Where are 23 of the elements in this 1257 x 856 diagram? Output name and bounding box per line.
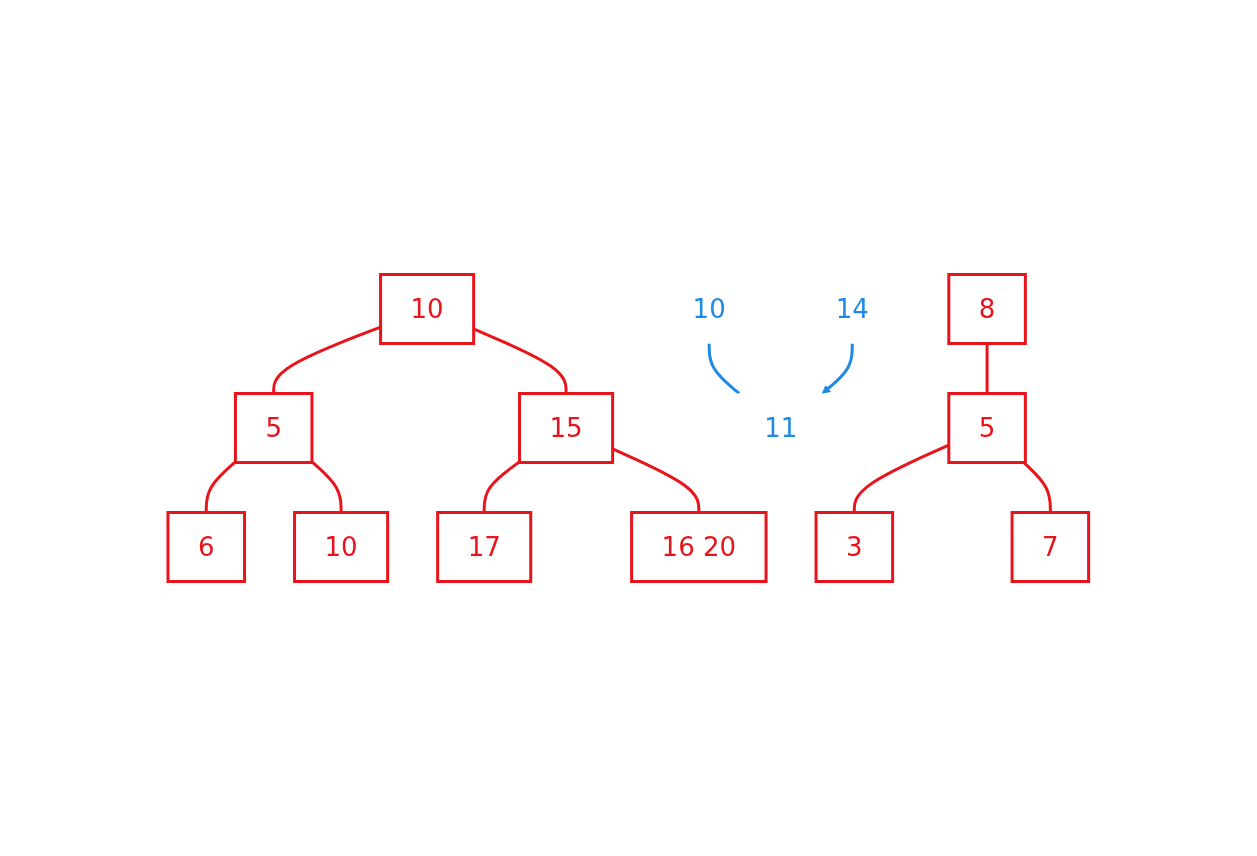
node-box: 5 bbox=[947, 392, 1028, 464]
arrow bbox=[822, 343, 854, 394]
node-text: 11 bbox=[764, 412, 798, 443]
connector bbox=[482, 460, 521, 513]
node-box: 15 bbox=[518, 392, 615, 464]
node-box: 5 bbox=[234, 392, 314, 464]
node-box: 16 20 bbox=[630, 511, 768, 583]
connector bbox=[985, 343, 989, 394]
node-box: 10 bbox=[379, 273, 476, 345]
node-box: 10 bbox=[293, 511, 390, 583]
connector bbox=[311, 460, 343, 513]
connector bbox=[707, 343, 741, 395]
node-box: 17 bbox=[436, 511, 533, 583]
node-text: 10 bbox=[692, 293, 726, 324]
node-box: 3 bbox=[814, 511, 895, 583]
connector bbox=[473, 327, 568, 394]
node-box: 8 bbox=[947, 273, 1028, 345]
connector bbox=[204, 460, 237, 513]
node-text: 14 bbox=[835, 293, 869, 324]
node-box: 6 bbox=[166, 511, 247, 583]
connector bbox=[1022, 461, 1053, 513]
node-box: 7 bbox=[1010, 511, 1091, 583]
connector bbox=[612, 447, 701, 513]
